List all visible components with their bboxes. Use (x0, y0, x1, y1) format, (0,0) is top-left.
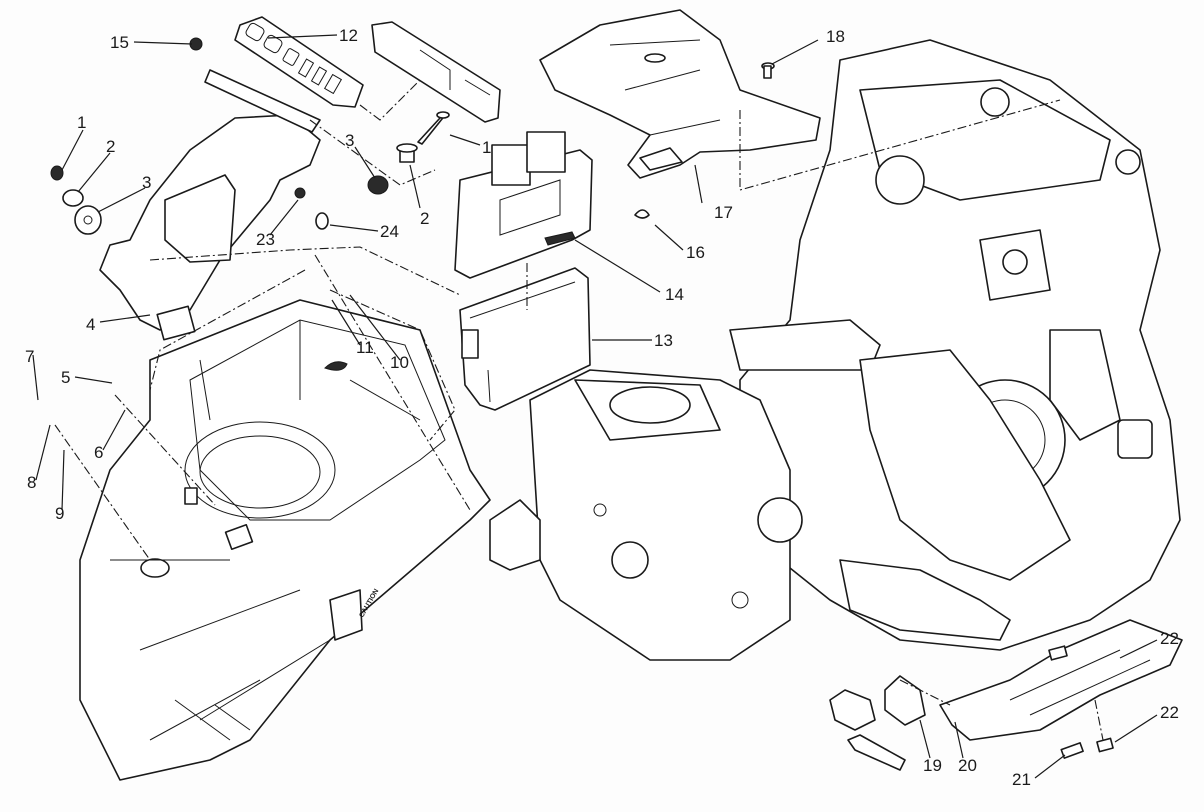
callout-18: 18 (826, 27, 845, 46)
cylinder-head (489, 369, 803, 661)
callout-24: 24 (380, 222, 399, 241)
callout-7: 7 (25, 347, 34, 366)
cable-tie (634, 209, 650, 219)
callout-2: 2 (106, 137, 115, 156)
callout-22: 22 (1160, 703, 1179, 722)
callout-23: 23 (256, 230, 275, 249)
engine-control-unit (454, 131, 593, 279)
callout-6: 6 (94, 443, 103, 462)
callout-3: 3 (345, 131, 354, 150)
airbox-tray (79, 299, 491, 781)
callout-13: 13 (654, 331, 673, 350)
callout-16: 16 (686, 243, 705, 262)
callout-9: 9 (55, 504, 64, 523)
connector-19 (829, 675, 926, 771)
callout-2: 2 (420, 209, 429, 228)
callout-4: 4 (86, 315, 95, 334)
support-bracket (99, 69, 321, 341)
callout-8: 8 (27, 473, 36, 492)
callout-3: 3 (142, 173, 151, 192)
screw-21 (1060, 742, 1084, 759)
callout-15: 15 (110, 33, 129, 52)
callout-20: 20 (958, 756, 977, 775)
callout-14: 14 (665, 285, 684, 304)
callout-22: 22 (1160, 629, 1179, 648)
callout-labels: 15 12 1 2 3 3 1 2 23 24 4 11 10 7 5 6 8 … (25, 26, 1179, 789)
lower-bracket (939, 619, 1183, 753)
callout-10: 10 (390, 353, 409, 372)
callout-leaders (32, 34, 1158, 779)
callout-17: 17 (714, 203, 733, 222)
callout-1: 1 (77, 113, 86, 132)
callout-1: 1 (482, 138, 491, 157)
screw-18 (761, 62, 775, 79)
connector-block (371, 21, 501, 123)
fuse-box (234, 16, 364, 108)
callout-12: 12 (339, 26, 358, 45)
engine-assembly (729, 39, 1181, 651)
callout-19: 19 (923, 756, 942, 775)
callout-21: 21 (1012, 770, 1031, 789)
callout-11: 11 (356, 338, 374, 357)
top-cover (539, 9, 821, 179)
assembly-lines (54, 79, 1104, 741)
callout-5: 5 (61, 368, 70, 387)
screw-spacer-right (294, 111, 450, 230)
rubber-bushing-left (50, 37, 203, 235)
ecu-cover (459, 267, 591, 411)
